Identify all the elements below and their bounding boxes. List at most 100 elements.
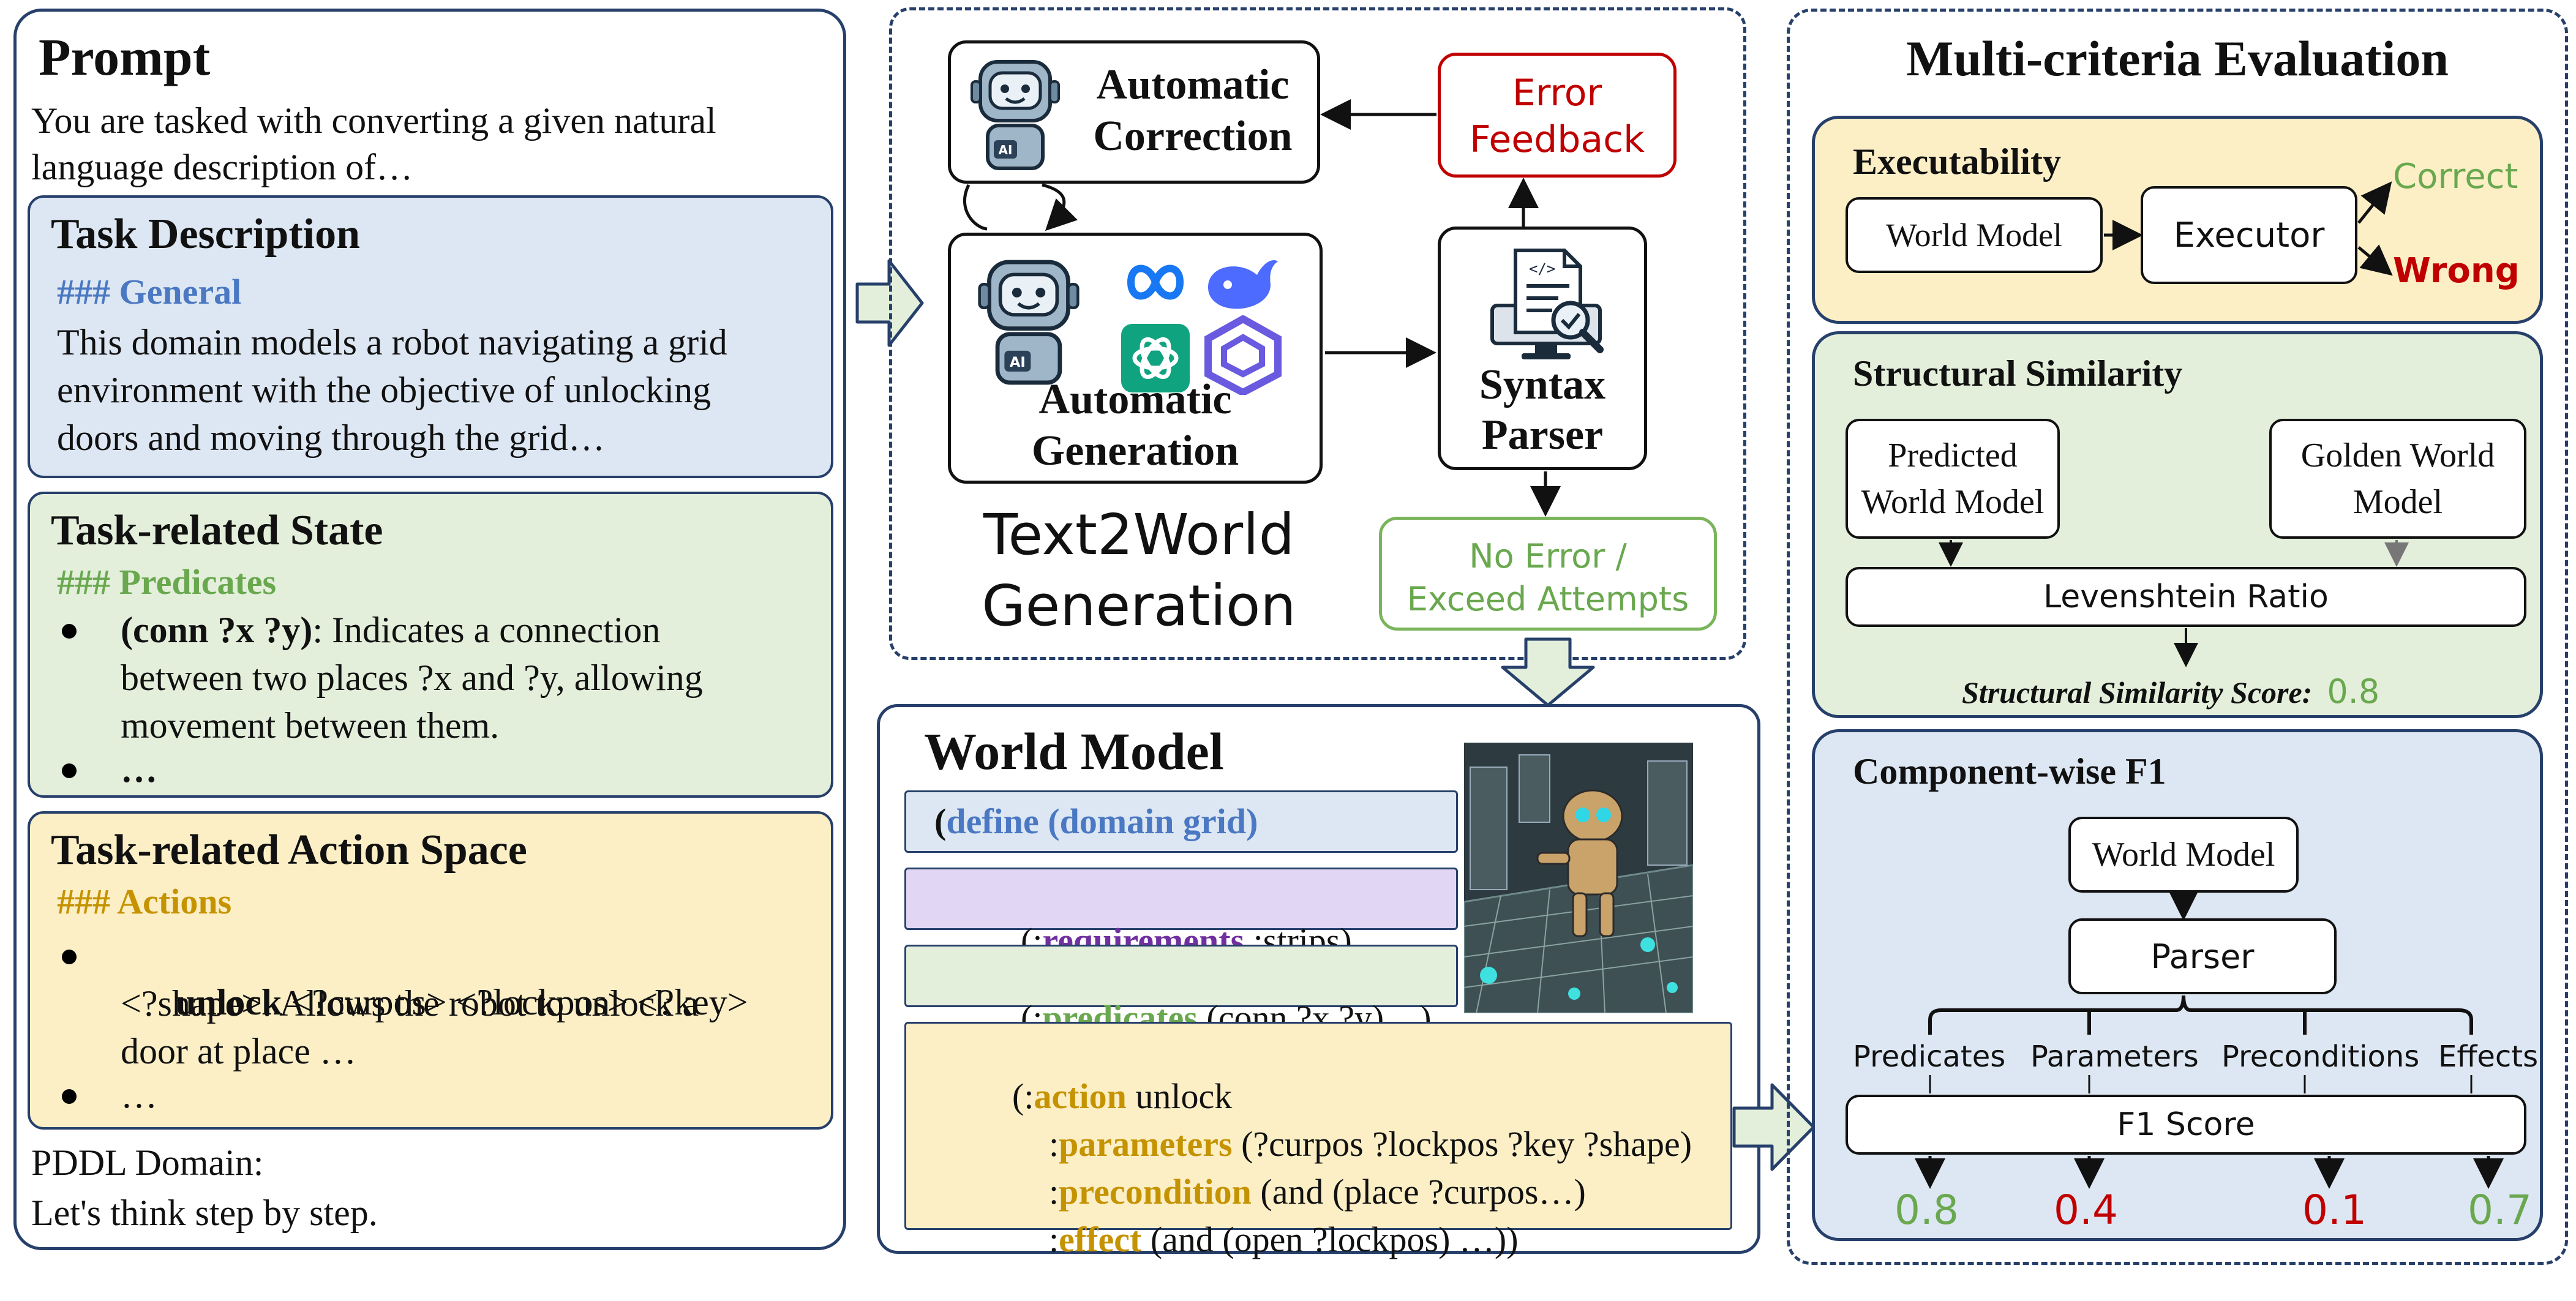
params-colon: : — [1049, 1124, 1059, 1164]
no-error-line2: Exceed Attempts — [1406, 580, 1689, 618]
task-action-title: Task-related Action Space — [51, 827, 527, 874]
category-preconditions: Preconditions — [2221, 1040, 2420, 1074]
robot-icon: AI — [978, 260, 1080, 385]
text2world-title-line1: Text2World — [983, 502, 1295, 568]
structural-score-value: 0.8 — [2327, 672, 2380, 711]
predicted-line1: Predicted — [1888, 437, 2018, 474]
generation-label-line2: Generation — [1031, 427, 1239, 474]
action-bullet1-line1: unlock <?curpos> <?lockpos> <?key> — [121, 932, 748, 1072]
automatic-correction-node: AI Automatic Correction — [948, 40, 1320, 184]
generation-label-line1: Automatic — [1038, 376, 1232, 423]
correct-label: Correct — [2393, 157, 2518, 197]
whale-logo-icon — [1208, 260, 1278, 309]
automatic-generation-node: AI Automatic Generation — [948, 233, 1323, 484]
structural-score-row: Structural Similarity Score: 0.8 — [1962, 672, 2379, 711]
bullet-dot — [62, 1089, 77, 1104]
f1-world-model-label: World Model — [2092, 836, 2275, 874]
evaluation-panel: Multi-criteria Evaluation Executability … — [1787, 9, 2568, 1265]
f1-parser-label: Parser — [2150, 937, 2255, 976]
exec-world-model-label: World Model — [1885, 217, 2063, 253]
parameters-line: :parameters (?curpos ?lockpos ?key ?shap… — [996, 1082, 1692, 1205]
meta-logo-icon — [1127, 264, 1184, 300]
component-title: Component-wise F1 — [1853, 751, 2166, 792]
f1-parser-box: Parser — [2068, 918, 2337, 994]
chatgpt-logo-icon — [1121, 324, 1190, 392]
params-keyword: parameters — [1059, 1124, 1233, 1164]
task-action-box: Task-related Action Space ### Actions un… — [28, 811, 833, 1130]
executability-title: Executability — [1853, 141, 2061, 182]
levenshtein-ratio-box: Levenshtein Ratio — [1846, 567, 2526, 627]
world-model-title: World Model — [924, 722, 1224, 781]
worldmodel-to-evaluation-arrow — [1732, 1083, 1816, 1171]
precond-keyword: precondition — [1059, 1172, 1252, 1212]
action-keyword: action — [1034, 1076, 1127, 1116]
executability-box: Executability World Model Executor Corre… — [1812, 116, 2543, 324]
score-preconditions: 0.1 — [2302, 1187, 2367, 1234]
generation-to-worldmodel-arrow — [1501, 637, 1595, 707]
f1-score-box: F1 Score — [1846, 1095, 2526, 1155]
predicates-box: (:predicates (conn ?x ?y)…) — [904, 945, 1458, 1038]
executability-arrows — [2104, 181, 2393, 276]
state-bullet2: … — [121, 749, 157, 790]
pddl-domain-label: PDDL Domain: — [31, 1142, 264, 1183]
generation-panel — [889, 7, 1746, 660]
golden-line1: Golden World — [2300, 437, 2495, 474]
error-feedback-line1: Error — [1512, 72, 1602, 114]
requirements-box: (:requirements :strips) — [904, 868, 1458, 961]
correction-label-line1: Automatic — [1096, 61, 1290, 108]
document-search-icon: </> — [1490, 249, 1604, 359]
evaluation-title: Multi-criteria Evaluation — [1906, 31, 2449, 86]
task-state-header: ### Predicates — [57, 562, 277, 602]
task-description-box: Task Description ### General This domain… — [28, 195, 833, 478]
predicted-world-model-box: Predicted World Model — [1846, 419, 2060, 539]
structural-score-label: Structural Similarity Score: — [1962, 675, 2313, 710]
category-effects: Effects — [2438, 1040, 2539, 1074]
action-unlock: unlock — [176, 982, 282, 1022]
world-model-panel: World Model (define (domain grid) — [877, 704, 1760, 1259]
robot-badge: AI — [999, 143, 1013, 157]
executor-label: Executor — [2173, 215, 2325, 255]
effect-colon: : — [1049, 1220, 1059, 1259]
component-arrows — [1915, 890, 2504, 1189]
effect-keyword: effect — [1059, 1220, 1142, 1259]
prompt-title: Prompt — [39, 28, 211, 86]
define-code: (define (domain grid) — [934, 801, 1258, 842]
prompt-intro-line1: You are tasked with converting a given n… — [31, 100, 716, 141]
task-description-line3: doors and moving through the grid… — [57, 418, 605, 458]
action-unlock-params: <?curpos> <?lockpos> <?key> — [282, 982, 748, 1022]
golden-line2: Model — [2353, 483, 2443, 521]
action-bullet1-line3: door at place … — [121, 1031, 356, 1071]
robot-grid-illustration — [1464, 743, 1693, 1013]
task-description-header: ### General — [57, 272, 242, 312]
golden-world-model-box: Golden World Model — [2269, 419, 2526, 539]
task-description-line1: This domain models a robot navigating a … — [57, 322, 727, 362]
score-parameters: 0.4 — [2054, 1187, 2118, 1234]
state-bullet1-line1: (conn ?x ?y): Indicates a connection — [121, 607, 660, 653]
levenshtein-label: Levenshtein Ratio — [2043, 579, 2329, 615]
svg-text:</>: </> — [1529, 260, 1555, 277]
structural-similarity-box: Structural Similarity Predicted World Mo… — [1812, 331, 2543, 718]
bullet-dot — [62, 950, 77, 964]
f1-score-label: F1 Score — [2117, 1106, 2255, 1143]
error-feedback-node: Error Feedback — [1438, 53, 1677, 178]
executor-box: Executor — [2141, 186, 2357, 284]
robot-icon: AI — [971, 60, 1060, 170]
action-box: (:action unlock :parameters (?curpos ?lo… — [904, 1022, 1732, 1259]
predicate-conn: (conn ?x ?y) — [121, 610, 313, 650]
structural-title: Structural Similarity — [1853, 353, 2183, 394]
task-description-line2: environment with the objective of unlock… — [57, 370, 712, 410]
parser-label-line2: Parser — [1481, 411, 1604, 459]
no-error-node: No Error / Exceed Attempts — [1379, 517, 1717, 631]
prompt-intro-line2: language description of… — [31, 147, 413, 187]
robot-badge: AI — [1010, 354, 1026, 370]
exec-world-model-box: World Model — [1846, 197, 2103, 273]
state-bullet1-line2: between two places ?x and ?y, allowing — [121, 658, 703, 698]
predicate-conn-desc: : Indicates a connection — [312, 610, 661, 650]
component-f1-box: Component-wise F1 World Model Parser Pre… — [1812, 729, 2543, 1241]
action-bullet1-line2: <?shape>: Allows the robot to unlock a — [121, 983, 699, 1024]
parser-label-line1: Syntax — [1479, 361, 1606, 408]
prompt-panel: Prompt You are tasked with converting a … — [13, 9, 846, 1250]
structural-arrows — [1939, 540, 2409, 667]
score-effects: 0.7 — [2468, 1187, 2532, 1234]
task-action-header: ### Actions — [57, 882, 232, 921]
